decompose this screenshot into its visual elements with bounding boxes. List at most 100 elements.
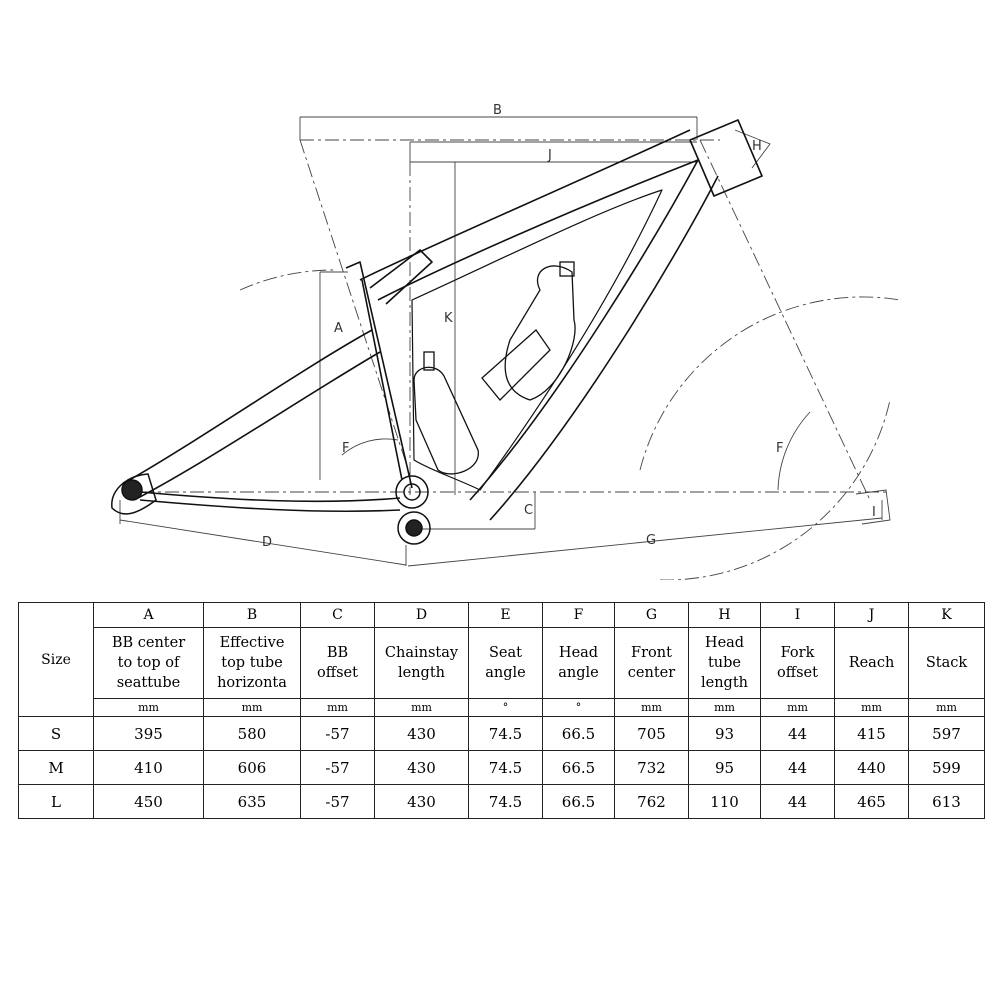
col-unit: ° <box>542 698 615 717</box>
col-letter: B <box>203 602 301 628</box>
dim-label-c: C <box>524 503 533 518</box>
water-bottle-large <box>481 261 576 401</box>
col-letter: A <box>93 602 204 628</box>
col-description-line: BB <box>326 645 349 661</box>
size-cell: S <box>18 716 94 751</box>
col-description-line: center <box>627 665 676 681</box>
col-description-line: offset <box>317 665 358 681</box>
table-cell: 74.5 <box>468 750 543 785</box>
table-cell: 430 <box>374 750 469 785</box>
table-cell: 93 <box>688 716 761 751</box>
table-cell: 95 <box>688 750 761 785</box>
col-letter: I <box>760 602 835 628</box>
col-unit: mm <box>688 698 761 717</box>
col-description-line: angle <box>485 665 526 681</box>
table-cell: 74.5 <box>468 716 543 751</box>
table-cell: 613 <box>908 784 985 819</box>
size-cell: M <box>18 750 94 785</box>
dim-label-f-left: F <box>342 441 349 456</box>
col-unit: mm <box>834 698 909 717</box>
col-letter: F <box>542 602 615 628</box>
table-cell: 762 <box>614 784 689 819</box>
col-description-line: tube <box>707 655 742 671</box>
dimension-labels: B J H A K F F C D G I <box>262 103 876 550</box>
table-cell: 599 <box>908 750 985 785</box>
table-cell: 705 <box>614 716 689 751</box>
dim-label-d: D <box>262 535 272 550</box>
col-unit: mm <box>374 698 469 717</box>
col-description-line: to top of <box>117 655 180 671</box>
col-description: Seat angle <box>468 627 543 699</box>
dim-label-j: J <box>547 148 552 163</box>
dim-label-b: B <box>493 103 502 118</box>
col-description-line: length <box>397 665 445 681</box>
size-cell: L <box>18 784 94 819</box>
water-bottle-small <box>413 351 479 475</box>
col-description-line: horizonta <box>217 675 287 691</box>
table-cell: 44 <box>760 784 835 819</box>
col-unit: mm <box>614 698 689 717</box>
frame-geometry-diagram: B J H A K F F C D G I <box>111 103 901 580</box>
col-letter: J <box>834 602 909 628</box>
table-cell: -57 <box>300 784 375 819</box>
col-description: Stack <box>908 627 985 699</box>
size-header: Size <box>18 602 94 717</box>
col-description: BB offset <box>300 627 375 699</box>
col-letter: D <box>374 602 469 628</box>
table-cell: 415 <box>834 716 909 751</box>
col-description-line: Fork <box>780 645 815 661</box>
col-description-line: offset <box>777 665 818 681</box>
col-description-line: Reach <box>848 655 895 671</box>
col-description-line: Chainstay <box>384 645 459 661</box>
table-cell: 66.5 <box>542 716 615 751</box>
col-description-line: Head <box>558 645 599 661</box>
table-units-row: mm mm mm mm ° ° mm mm mm mm mm <box>19 698 985 717</box>
col-description: Chainstay length <box>374 627 469 699</box>
col-description-line: Effective <box>219 635 285 651</box>
dim-label-a: A <box>334 321 343 336</box>
table-cell: 110 <box>688 784 761 819</box>
col-description-line: Stack <box>925 655 968 671</box>
table-cell: 410 <box>93 750 204 785</box>
col-description-line: Front <box>631 645 672 661</box>
col-letter: G <box>614 602 689 628</box>
table-cell: 430 <box>374 716 469 751</box>
table-cell: 635 <box>203 784 301 819</box>
table-cell: 440 <box>834 750 909 785</box>
col-description: Reach <box>834 627 909 699</box>
col-description-line: Head <box>704 635 745 651</box>
col-description: Head tube length <box>688 627 761 699</box>
table-cell: 597 <box>908 716 985 751</box>
col-description-line: length <box>700 675 748 691</box>
col-description: Effective top tube horizonta <box>203 627 301 699</box>
col-description: Front center <box>614 627 689 699</box>
table-cell: -57 <box>300 716 375 751</box>
table-cell: 580 <box>203 716 301 751</box>
dim-label-h: H <box>752 139 762 154</box>
col-unit: mm <box>93 698 204 717</box>
table-cell: 430 <box>374 784 469 819</box>
bottom-bracket <box>395 475 431 545</box>
col-unit: mm <box>908 698 985 717</box>
col-letter: E <box>468 602 543 628</box>
rear-dropout <box>111 473 157 515</box>
dimension-lines <box>119 116 901 580</box>
col-description-line: top tube <box>221 655 283 671</box>
col-description-line: BB center <box>111 635 186 651</box>
dim-label-g: G <box>646 533 656 548</box>
table-cell: 44 <box>760 716 835 751</box>
col-unit: ° <box>468 698 543 717</box>
table-cell: 450 <box>93 784 204 819</box>
col-letter: H <box>688 602 761 628</box>
table-cell: 395 <box>93 716 204 751</box>
col-unit: mm <box>300 698 375 717</box>
col-description-line: Seat <box>489 645 522 661</box>
table-cell: 66.5 <box>542 750 615 785</box>
